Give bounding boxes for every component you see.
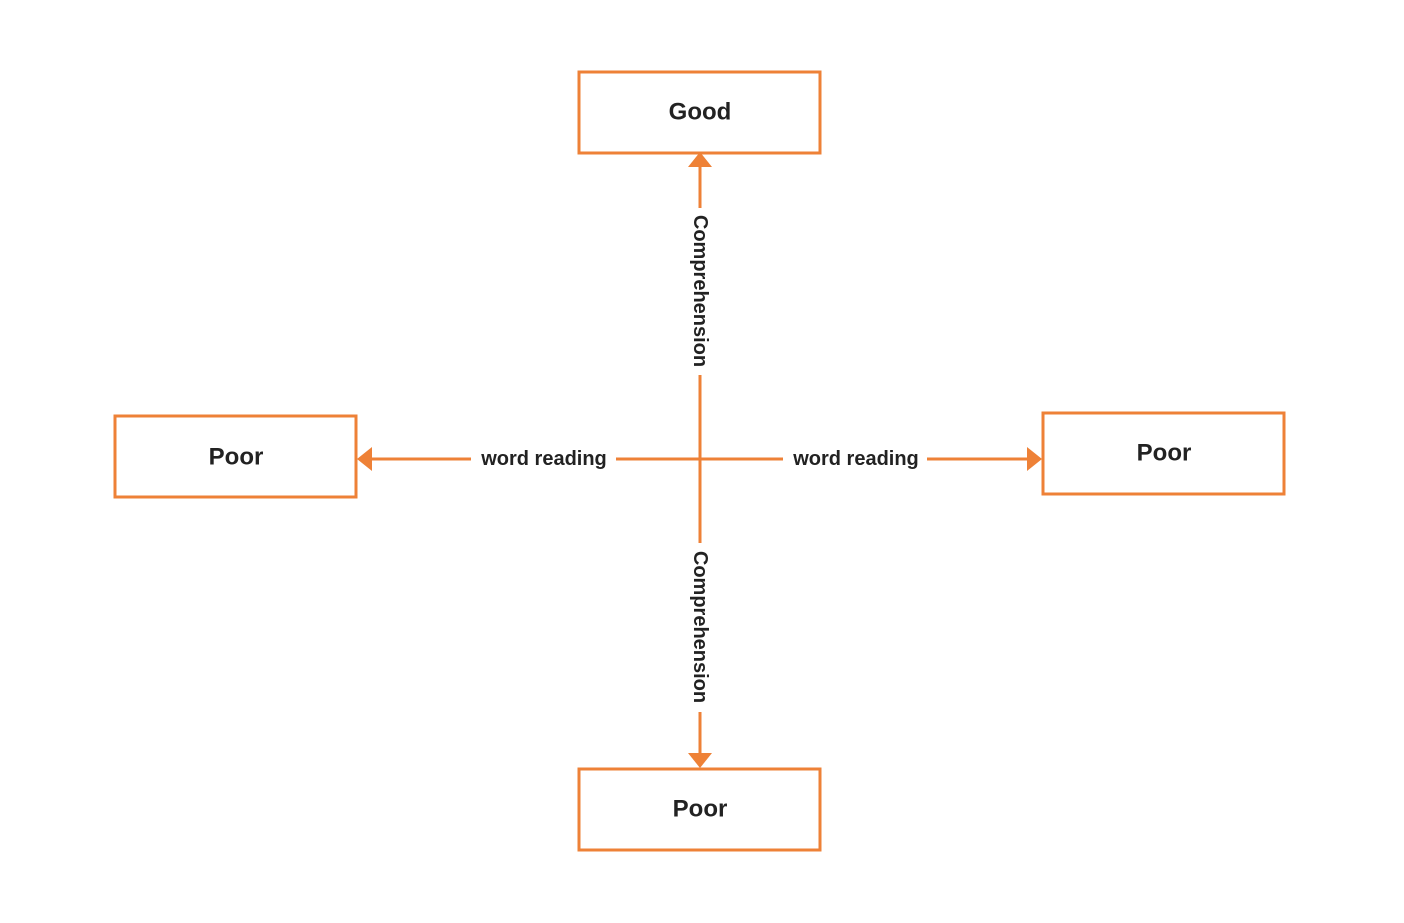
left-box	[113, 414, 358, 499]
right-box-label: Poor	[1137, 440, 1192, 467]
axis-up-label: Comprehension	[689, 215, 711, 367]
top-node: Good	[577, 70, 822, 155]
arrowhead-up-icon	[688, 152, 712, 167]
bottom-box	[577, 767, 822, 852]
right-node: Poor	[1041, 411, 1286, 496]
arrowhead-right-icon	[1027, 447, 1042, 471]
top-box	[577, 70, 822, 155]
arrowhead-left-icon	[357, 447, 372, 471]
left-box-label: Poor	[209, 444, 264, 471]
arrowheads	[357, 152, 1042, 768]
bottom-box-label: Poor	[673, 796, 728, 823]
axis-right-label: word reading	[792, 448, 919, 470]
top-box-label: Good	[669, 99, 732, 126]
axis-left-label: word reading	[480, 448, 607, 470]
arrowhead-down-icon	[688, 753, 712, 768]
right-box	[1041, 411, 1286, 496]
axis-lines	[371, 165, 1028, 754]
left-node: Poor	[113, 414, 358, 499]
bottom-node: Poor	[577, 767, 822, 852]
axis-down-label: Comprehension	[689, 551, 711, 703]
